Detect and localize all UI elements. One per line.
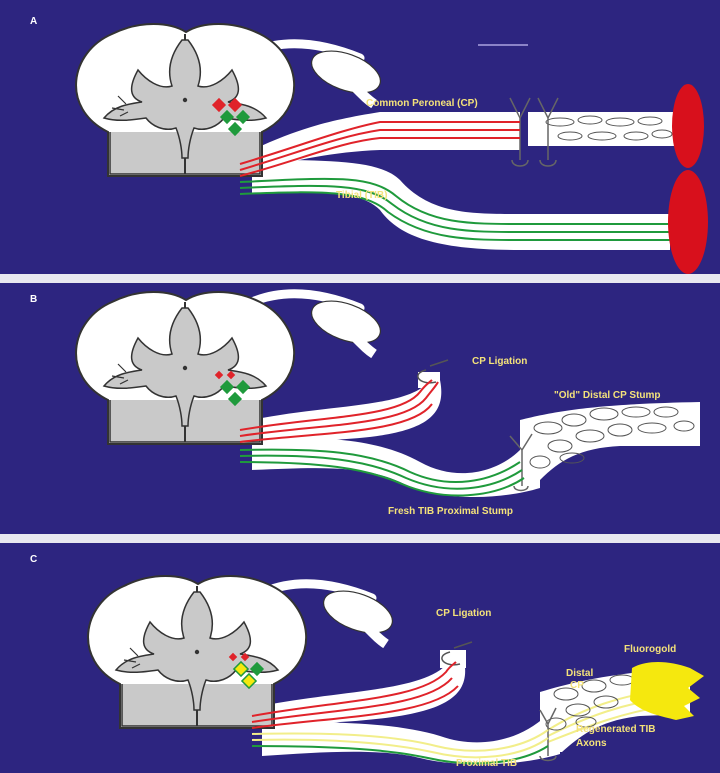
panel-c-label-distal: Distal bbox=[566, 668, 593, 679]
panel-c-label-regenerated: Regenerated TIB bbox=[576, 724, 655, 735]
panel-a-muscle-tib bbox=[668, 170, 708, 274]
panel-b-label-fresh-stump: Fresh TIB Proximal Stump bbox=[388, 506, 513, 517]
panel-b-label-old-stump: "Old" Distal CP Stump bbox=[554, 390, 661, 401]
panel-c-spinal-cord bbox=[88, 576, 306, 728]
divider-b-c bbox=[0, 534, 720, 543]
panel-b-label-ligation: CP Ligation bbox=[472, 356, 527, 367]
panel-c-label-proximal: Proximal TIB bbox=[456, 758, 517, 769]
panel-a-label-tib: Tibial (TIB) bbox=[336, 190, 387, 201]
panel-a-label-cp: Common Peroneal (CP) bbox=[366, 98, 478, 109]
panel-c-label-axons: Axons bbox=[576, 738, 607, 749]
panel-c-label-distal-cp: CP bbox=[570, 680, 584, 691]
panel-c-label-ligation: CP Ligation bbox=[436, 608, 491, 619]
panel-a-muscle-cp bbox=[672, 84, 704, 168]
scale-bar bbox=[478, 44, 528, 46]
panel-b-letter: B bbox=[30, 294, 37, 305]
panel-c-letter: C bbox=[30, 554, 37, 565]
panel-a-spinal-cord bbox=[76, 24, 294, 176]
panel-a-letter: A bbox=[30, 16, 37, 27]
divider-a-b bbox=[0, 274, 720, 283]
panel-c-label-fluorogold: Fluorogold bbox=[624, 644, 676, 655]
panel-b-spinal-cord bbox=[76, 292, 294, 444]
